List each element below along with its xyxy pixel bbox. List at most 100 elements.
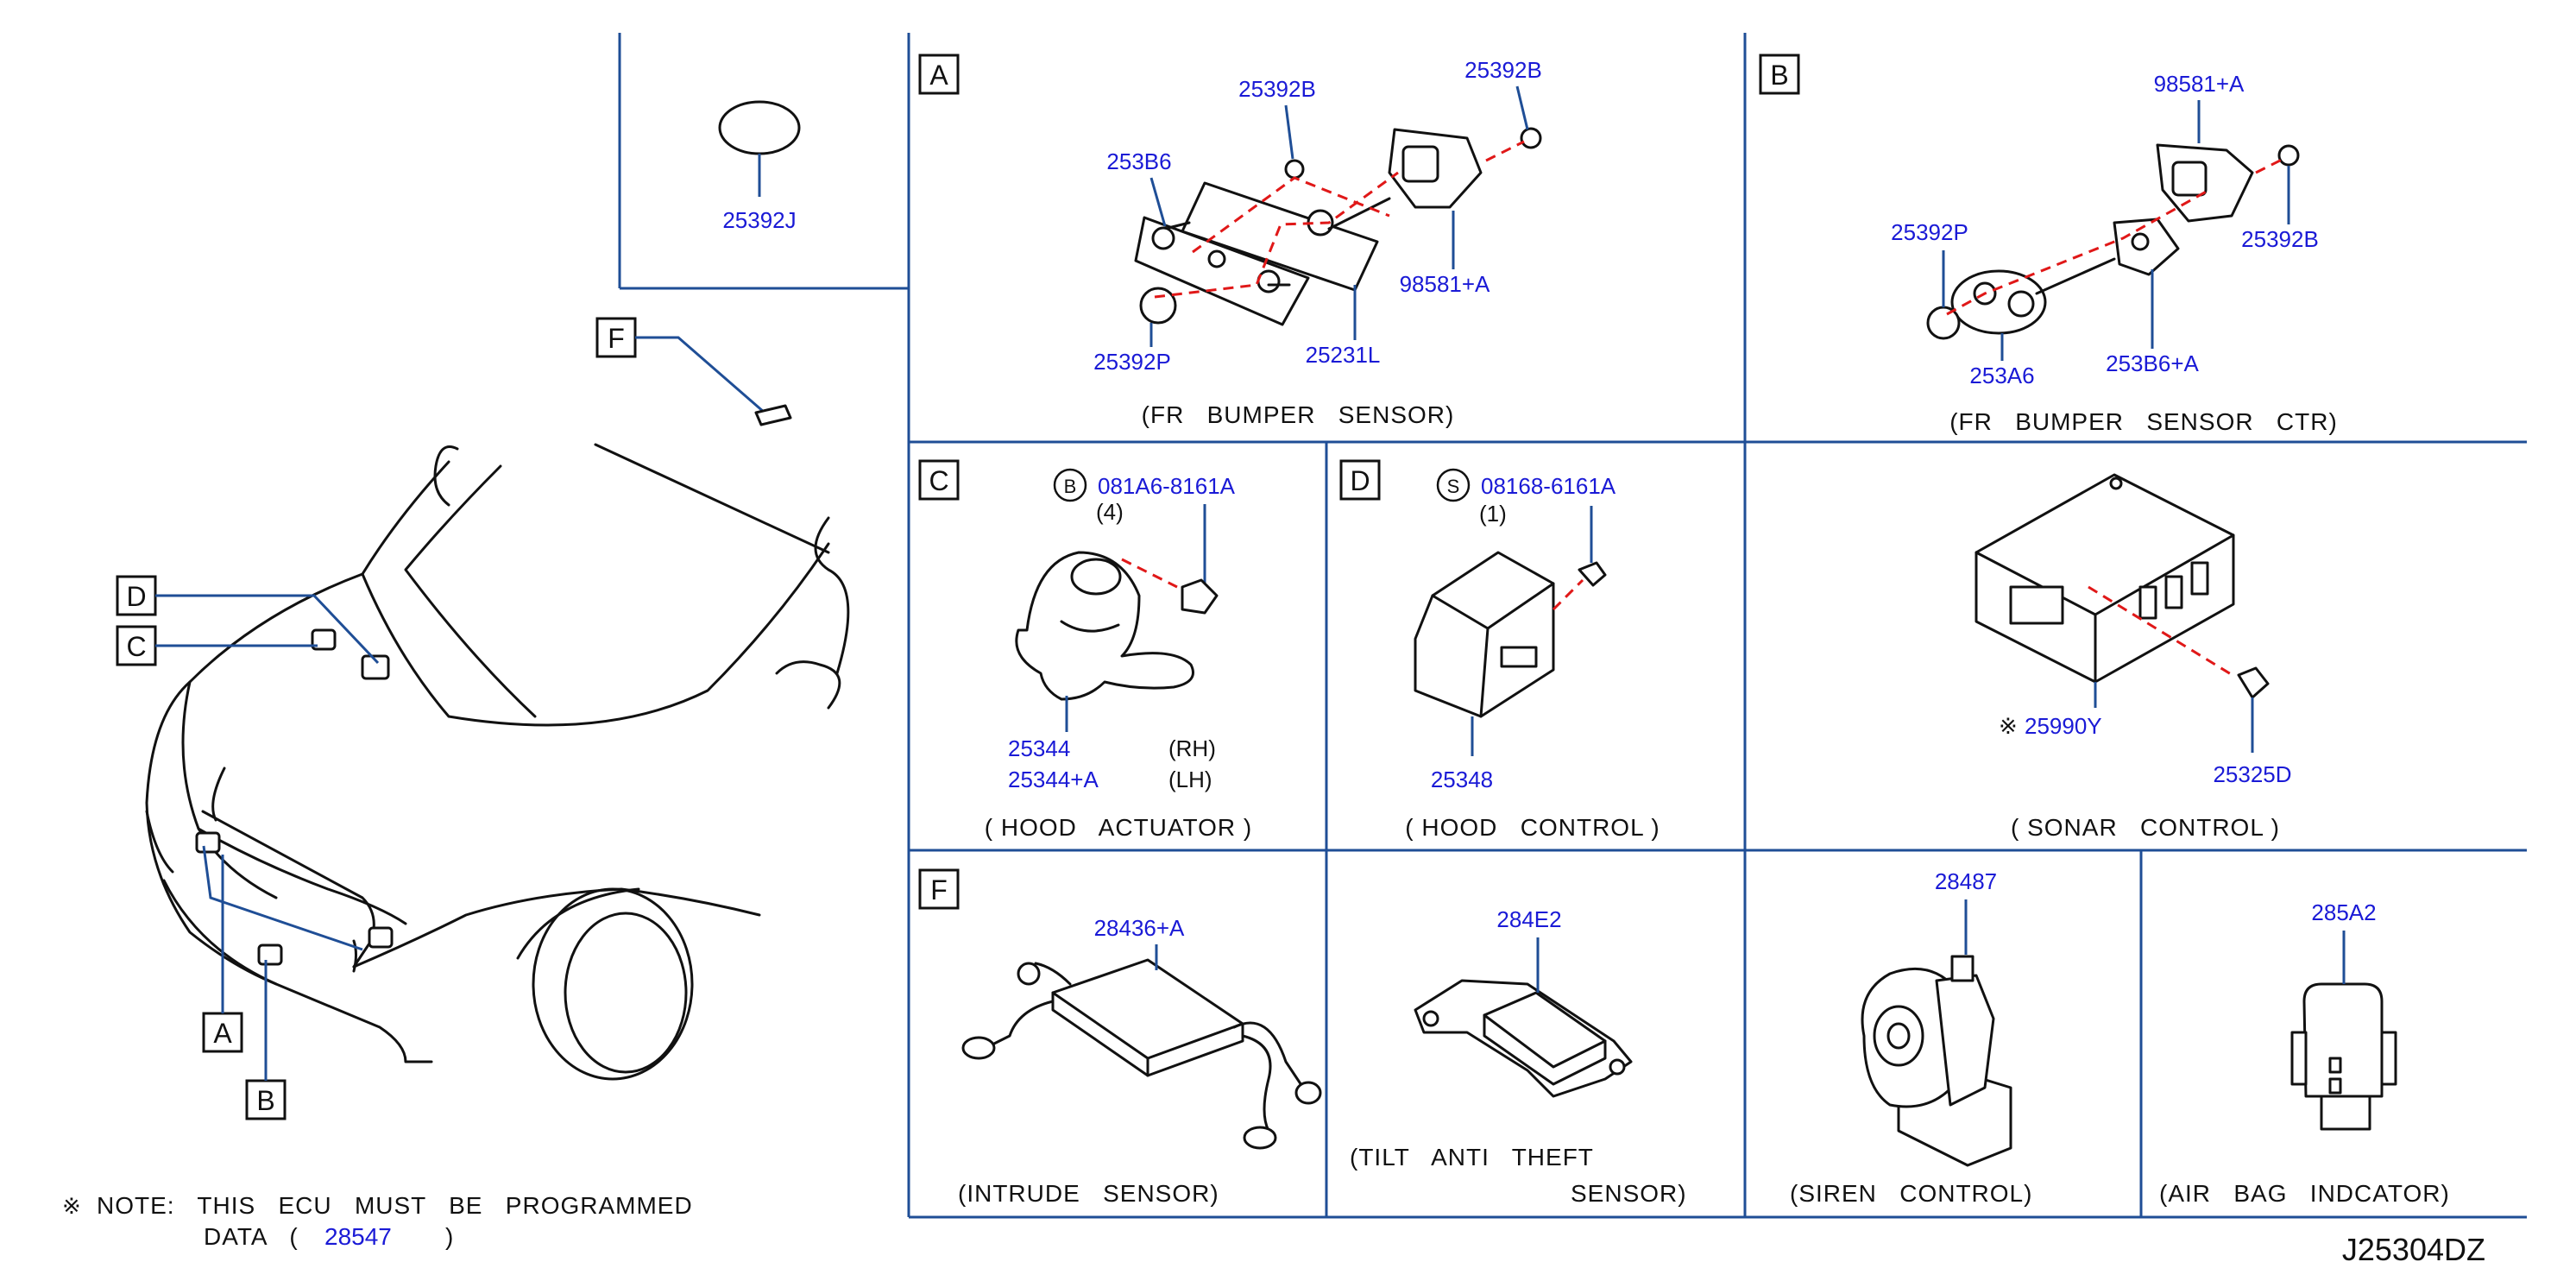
side-lh: (LH) [1168, 767, 1212, 792]
part-number-25392B-2[interactable]: 25392B [1464, 57, 1542, 83]
callout-letter-A: A [213, 1018, 232, 1049]
part-number-25344[interactable]: 25344 [1008, 735, 1070, 761]
section-I: 285A2 (AIR BAG INDCATOR) [2159, 899, 2450, 1207]
part-number-284E2[interactable]: 284E2 [1496, 906, 1561, 932]
callout-box-D[interactable] [116, 575, 157, 616]
note-data-ref-28547[interactable]: 28547 [324, 1223, 392, 1250]
part-number-25325D[interactable]: 25325D [2213, 761, 2291, 787]
screw-symbol-letter: S [1447, 476, 1460, 497]
part-number-25392P[interactable]: 25392P [1093, 349, 1171, 375]
section-A: A 25392B 25392B 253B6 98581+A 25392P 252… [918, 54, 1542, 428]
part-number-25392B-ctr[interactable]: 25392B [2241, 226, 2319, 252]
section-label-box-F [918, 868, 960, 910]
hood-control-unit [1414, 551, 1555, 718]
part-number-25348[interactable]: 25348 [1431, 767, 1493, 792]
callout-A: A [202, 845, 363, 1053]
bolt-symbol-B [1053, 468, 1087, 502]
bumper-sensor-B [257, 943, 283, 966]
air-bag-indicator [2302, 982, 2384, 1098]
note-line-2-prefix: DATA ( [204, 1223, 299, 1250]
sonar-control-unit [1975, 473, 2235, 684]
caption-hood-actuator: ( HOOD ACTUATOR ) [985, 814, 1252, 841]
caption-tilt-anti-theft-2: SENSOR) [1571, 1180, 1687, 1207]
side-rh: (RH) [1168, 735, 1216, 761]
part-number-253B6[interactable]: 253B6 [1106, 148, 1171, 174]
note-line-2-suffix: ) [445, 1223, 454, 1250]
section-letter-F: F [930, 874, 948, 906]
part-number-25344A[interactable]: 25344+A [1008, 767, 1099, 792]
section-letter-D: D [1350, 465, 1370, 496]
screw-quantity: (1) [1479, 501, 1507, 527]
part-number-253A6[interactable]: 253A6 [1969, 363, 2034, 388]
caption-tilt-anti-theft-1: (TILT ANTI THEFT [1350, 1144, 1594, 1171]
program-mark: ※ [1999, 713, 2018, 739]
caption-intrude-sensor: (INTRUDE SENSOR) [958, 1180, 1219, 1207]
part-number-25231L[interactable]: 25231L [1306, 342, 1381, 368]
hood-sensor-C [311, 628, 337, 651]
part-number-25392B-1[interactable]: 25392B [1238, 76, 1316, 102]
caption-sonar-control: ( SONAR CONTROL ) [2011, 814, 2280, 841]
bracket-253B6 [1134, 216, 1310, 326]
bumper-sensor-A [195, 831, 221, 854]
part-25392J: 25392J [718, 100, 801, 233]
callout-letter-B: B [256, 1085, 274, 1116]
bumper-sensor-R [368, 926, 394, 949]
callout-letter-F: F [608, 323, 625, 354]
section-F: F 28436+A (INTRUDE SENSOR) [918, 868, 1322, 1207]
callout-B: B [245, 960, 287, 1120]
part-number-98581A-ctr[interactable]: 98581+A [2154, 71, 2245, 97]
screw-08168 [1578, 561, 1607, 587]
section-B: B 98581+A 25392P 25392B 253A6 253B6+A (F… [1759, 54, 2338, 435]
part-number-25990Y[interactable]: 25990Y [2025, 713, 2102, 739]
callout-F-top: F [595, 317, 792, 426]
caption-hood-control: ( HOOD CONTROL ) [1405, 814, 1660, 841]
section-G: 284E2 (TILT ANTI THEFT SENSOR) [1350, 906, 1687, 1207]
section-E: ※ 25990Y 25325D ( SONAR CONTROL ) [1975, 473, 2292, 841]
bolt-symbol-letter: B [1064, 476, 1077, 497]
section-label-box-A [918, 54, 960, 95]
caption-fr-bumper-sensor-ctr: (FR BUMPER SENSOR CTR) [1949, 408, 2338, 435]
callout-C: C [116, 625, 318, 666]
caption-siren-control: (SIREN CONTROL) [1790, 1180, 2032, 1207]
callout-box-A[interactable] [202, 1012, 243, 1053]
section-label-box-C [918, 459, 960, 501]
caption-fr-bumper-sensor: (FR BUMPER SENSOR) [1142, 401, 1455, 428]
callout-D: D [116, 575, 380, 665]
hood-actuator-body [1015, 551, 1194, 701]
callout-letter-C: C [126, 631, 146, 662]
intrude-sensor-body [1051, 958, 1244, 1060]
bolt-quantity: (4) [1096, 499, 1124, 525]
part-number-28436A[interactable]: 28436+A [1094, 915, 1185, 941]
callout-box-C[interactable] [116, 625, 157, 666]
screw-symbol-S [1436, 468, 1471, 502]
cap-25392P [1139, 287, 1177, 325]
caption-air-bag-indicator: (AIR BAG INDCATOR) [2159, 1180, 2450, 1207]
section-letter-B: B [1770, 60, 1788, 91]
section-label-box-D [1339, 459, 1381, 501]
part-number-25392J[interactable]: 25392J [722, 207, 796, 233]
bolt-081A6 [1181, 578, 1219, 615]
part-number-253B6A[interactable]: 253B6+A [2106, 350, 2199, 376]
part-number-98581A[interactable]: 98581+A [1400, 271, 1490, 297]
part-number-285A2[interactable]: 285A2 [2311, 899, 2376, 925]
frame-lines [618, 33, 2527, 1219]
ecu-programming-note: ※ NOTE: THIS ECU MUST BE PROGRAMMED DATA… [62, 1192, 693, 1250]
cap-25392P-ctr [1926, 306, 1961, 340]
callout-letter-D: D [126, 581, 146, 612]
hood-sensor-D [361, 654, 390, 680]
diagram-code: J25304DZ [2342, 1232, 2485, 1267]
section-D: D S 08168-6161A (1) 25348 ( HOOD CONTROL… [1339, 459, 1660, 841]
part-number-08168-6161A[interactable]: 08168-6161A [1481, 473, 1616, 499]
cap-shape [718, 100, 801, 155]
section-label-box-B [1759, 54, 1800, 95]
part-number-081A6-8161A[interactable]: 081A6-8161A [1098, 473, 1236, 499]
part-number-25392P-ctr[interactable]: 25392P [1891, 219, 1968, 245]
note-mark: ※ [62, 1193, 81, 1219]
section-letter-A: A [929, 60, 948, 91]
part-number-28487[interactable]: 28487 [1935, 868, 1997, 894]
note-line-1: NOTE: THIS ECU MUST BE PROGRAMMED [97, 1192, 693, 1219]
intrude-sensor-location [754, 404, 792, 426]
section-C: C B 081A6-8161A (4) 25344 (RH) 25344+A (… [918, 459, 1252, 841]
bolt-25325D [2237, 666, 2270, 699]
